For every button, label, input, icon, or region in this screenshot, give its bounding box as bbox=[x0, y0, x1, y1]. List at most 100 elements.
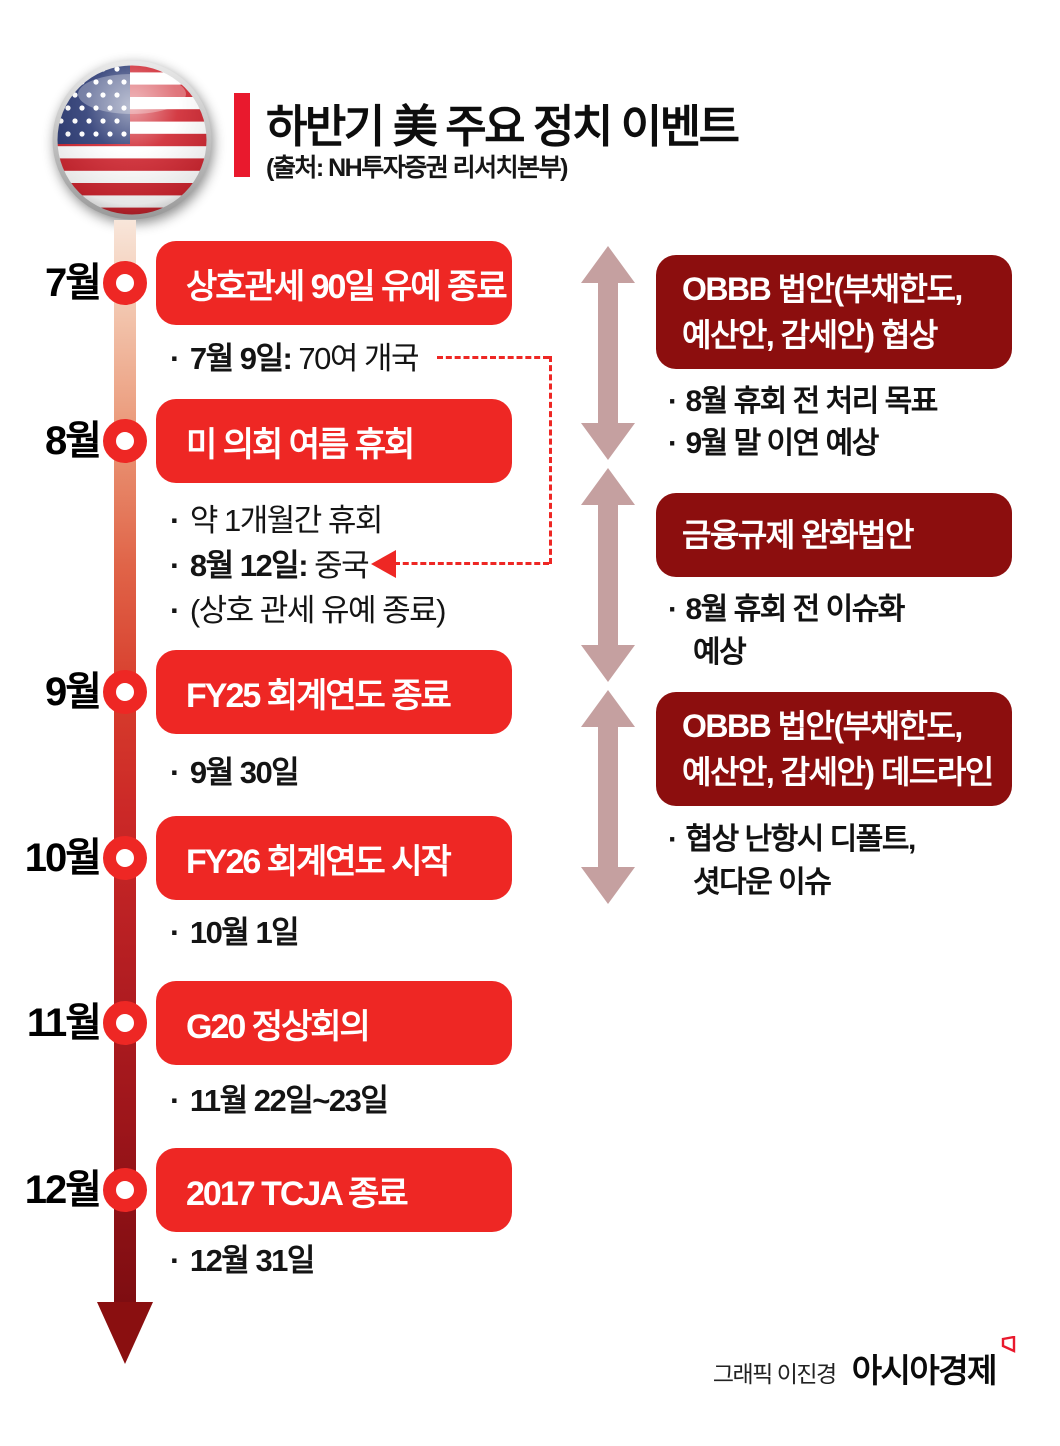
note-text: 8월 휴회 전 이슈화 bbox=[685, 593, 906, 626]
arrow-shaft bbox=[598, 283, 618, 423]
event-note: · 8월 12일: 중국 bbox=[170, 543, 370, 588]
arrow-shaft bbox=[598, 505, 618, 645]
graphic-credit: 그래픽 이진경 bbox=[712, 1361, 837, 1387]
note-date: 9월 30일 bbox=[189, 755, 300, 790]
side-panel-finreg: 금융규제 완화법안 bbox=[656, 493, 1012, 577]
note-line: ·협상 난항시 디폴트, bbox=[668, 818, 917, 861]
month-label-dec: 12월 bbox=[24, 1168, 102, 1212]
note-date: 8월 12일: bbox=[189, 548, 309, 583]
note-line: 예상 bbox=[693, 636, 747, 669]
asiae-logo-mark-icon bbox=[1001, 1336, 1016, 1353]
dashed-connector-vertical bbox=[549, 356, 552, 564]
range-arrow-obbb-negotiation bbox=[581, 246, 635, 460]
bullet-dot: · bbox=[170, 915, 180, 950]
panel-title-line: OBBB 법안(부채한도, bbox=[682, 271, 963, 307]
dashed-connector-bottom bbox=[394, 562, 549, 565]
arrow-down-icon bbox=[581, 645, 635, 682]
note-date: 10월 1일 bbox=[189, 915, 300, 950]
panel-note: ·8월 휴회 전 처리 목표 bbox=[668, 380, 939, 423]
note-date: 11월 22일~23일 bbox=[189, 1083, 389, 1118]
source-caption: (출처: NH투자증권 리서치본부) bbox=[266, 154, 568, 182]
bullet-dot: · bbox=[668, 427, 678, 460]
event-box-fy26-start: FY26 회계연도 시작 bbox=[156, 816, 512, 900]
bullet-dot: · bbox=[170, 548, 180, 583]
page-title: 하반기 美 주요 정치 이벤트 bbox=[266, 101, 740, 152]
bullet-dot: · bbox=[170, 341, 180, 376]
panel-title-line: 예산안, 감세안) 협상 bbox=[682, 317, 938, 353]
panel-title-line: OBBB 법안(부채한도, bbox=[682, 708, 963, 744]
event-note: · 9월 30일 bbox=[170, 750, 300, 795]
note-line: ·8월 휴회 전 이슈화 bbox=[668, 588, 906, 631]
timeline-dot-jul bbox=[103, 261, 147, 305]
bullet-dot: · bbox=[668, 385, 678, 418]
note-text: 8월 휴회 전 처리 목표 bbox=[685, 385, 939, 418]
brand-text: 아시아경제 bbox=[851, 1352, 998, 1389]
range-arrow-finreg bbox=[581, 468, 635, 682]
panel-note: ·8월 휴회 전 이슈화 예상 bbox=[668, 588, 906, 674]
asiae-logo: 아시아경제 bbox=[851, 1336, 1016, 1392]
event-title: FY26 회계연도 시작 bbox=[186, 842, 452, 881]
note-text: 9월 말 이연 예상 bbox=[685, 427, 880, 460]
note-text: (상호 관세 유예 종료) bbox=[189, 593, 447, 628]
event-note: · 10월 1일 bbox=[170, 910, 300, 955]
panel-note: ·협상 난항시 디폴트, 셧다운 이슈 bbox=[668, 818, 917, 904]
note-date: 7월 9일: bbox=[189, 341, 293, 376]
note-text: 70여 개국 bbox=[291, 341, 419, 376]
event-title: 상호관세 90일 유예 종료 bbox=[186, 267, 508, 306]
event-box-g20-summit: G20 정상회의 bbox=[156, 981, 512, 1065]
event-title: 2017 TCJA 종료 bbox=[186, 1174, 409, 1213]
bullet-dot: · bbox=[170, 503, 180, 538]
event-box-congress-recess: 미 의회 여름 휴회 bbox=[156, 399, 512, 483]
bullet-dot: · bbox=[170, 1083, 180, 1118]
panel-title-line: 금융규제 완화법안 bbox=[682, 517, 914, 553]
arrow-up-icon bbox=[581, 468, 635, 505]
event-note: · 12월 31일 bbox=[170, 1238, 316, 1283]
month-label-aug: 8월 bbox=[44, 419, 102, 463]
event-note: · 7월 9일: 70여 개국 bbox=[170, 336, 420, 381]
arrow-shaft bbox=[598, 727, 618, 867]
event-title: 미 의회 여름 휴회 bbox=[186, 425, 415, 464]
month-label-nov: 11월 bbox=[26, 1001, 102, 1045]
note-text: 약 1개월간 휴회 bbox=[189, 503, 384, 538]
arrow-down-icon bbox=[581, 423, 635, 460]
event-title: FY25 회계연도 종료 bbox=[186, 676, 452, 715]
event-box-tcja-end: 2017 TCJA 종료 bbox=[156, 1148, 512, 1232]
timeline-line bbox=[114, 220, 136, 1302]
dashed-connector-arrowhead-icon bbox=[371, 550, 396, 578]
bullet-dot: · bbox=[170, 1243, 180, 1278]
range-arrow-obbb-deadline bbox=[581, 690, 635, 904]
side-panel-obbb-deadline: OBBB 법안(부채한도, 예산안, 감세안) 데드라인 bbox=[656, 692, 1012, 806]
timeline-arrowhead-icon bbox=[97, 1302, 153, 1364]
timeline-dot-oct bbox=[103, 836, 147, 880]
event-box-tariff-end: 상호관세 90일 유예 종료 bbox=[156, 241, 512, 325]
event-box-fy25-end: FY25 회계연도 종료 bbox=[156, 650, 512, 734]
side-panel-obbb-negotiation: OBBB 법안(부채한도, 예산안, 감세안) 협상 bbox=[656, 255, 1012, 369]
bullet-dot: · bbox=[170, 755, 180, 790]
arrow-down-icon bbox=[581, 867, 635, 904]
arrow-up-icon bbox=[581, 690, 635, 727]
bullet-dot: · bbox=[668, 593, 678, 626]
timeline-dot-aug bbox=[103, 419, 147, 463]
title-accent-bar bbox=[234, 93, 250, 177]
event-title: G20 정상회의 bbox=[186, 1007, 371, 1046]
note-text: 중국 bbox=[307, 548, 370, 583]
timeline-dot-nov bbox=[103, 1001, 147, 1045]
panel-title-line: 예산안, 감세안) 데드라인 bbox=[682, 754, 994, 790]
event-note: ·(상호 관세 유예 종료) bbox=[170, 588, 447, 633]
note-date: 12월 31일 bbox=[189, 1243, 316, 1278]
note-line: 셧다운 이슈 bbox=[693, 866, 832, 899]
month-label-jul: 7월 bbox=[44, 261, 102, 305]
event-note: · 약 1개월간 휴회 bbox=[170, 498, 384, 543]
timeline-dot-dec bbox=[103, 1168, 147, 1212]
us-flag-svg bbox=[52, 60, 212, 220]
bullet-dot: · bbox=[668, 823, 678, 856]
month-label-oct: 10월 bbox=[24, 836, 102, 880]
arrow-up-icon bbox=[581, 246, 635, 283]
footer: 그래픽 이진경 아시아경제 bbox=[712, 1336, 1016, 1392]
us-flag-icon bbox=[52, 60, 212, 220]
event-note: · 11월 22일~23일 bbox=[170, 1078, 389, 1123]
note-text: 협상 난항시 디폴트, bbox=[685, 823, 917, 856]
timeline-dot-sep bbox=[103, 670, 147, 714]
panel-note: ·9월 말 이연 예상 bbox=[668, 422, 880, 465]
dashed-connector-top bbox=[437, 356, 549, 359]
